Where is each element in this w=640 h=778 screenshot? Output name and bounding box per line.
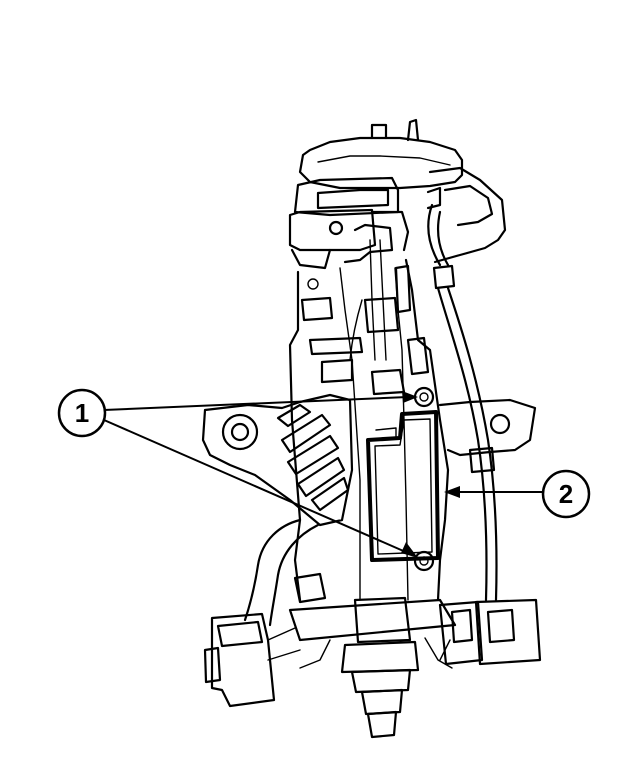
column-body xyxy=(288,239,450,602)
top-switch-housing xyxy=(288,118,464,290)
arrowhead-1-upper xyxy=(402,391,418,403)
arrowhead-1-lower xyxy=(401,542,418,558)
lower-bolt xyxy=(413,550,435,572)
module xyxy=(366,410,440,562)
callout-2: 2 xyxy=(541,469,591,519)
callout-leaders xyxy=(103,391,546,558)
wire-harness xyxy=(426,166,507,602)
callout-1: 1 xyxy=(57,388,107,438)
right-connector xyxy=(438,598,542,666)
lower-column xyxy=(243,518,457,739)
left-connector xyxy=(203,612,301,708)
leader-1-upper xyxy=(103,396,409,411)
callout-2-label: 2 xyxy=(559,479,573,509)
leader-1-lower xyxy=(103,419,409,554)
callout-1-label: 1 xyxy=(75,398,89,428)
left-mounting-bracket xyxy=(201,393,354,527)
arrowhead-2 xyxy=(444,486,460,498)
right-mounting-bracket xyxy=(438,398,537,474)
